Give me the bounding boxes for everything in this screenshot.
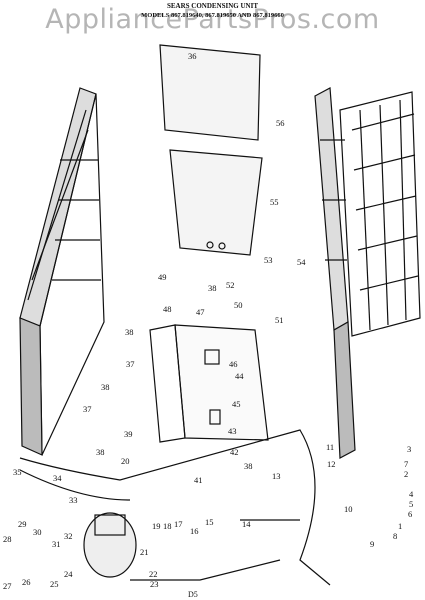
top-panel-55: [169, 149, 263, 256]
callout-1: 1: [398, 521, 403, 531]
callout-23: 23: [150, 579, 159, 589]
callout-44: 44: [235, 371, 244, 381]
callout-27: 27: [3, 581, 12, 591]
callout-17: 17: [174, 519, 183, 529]
callout-54: 54: [297, 257, 306, 267]
right-grille: [339, 91, 421, 337]
callout-10: 10: [344, 504, 353, 514]
callout-49: 49: [158, 272, 167, 282]
top-bracket-56: [159, 44, 261, 141]
callout-56: 56: [276, 118, 285, 128]
control-box: [149, 324, 269, 443]
callout-37-lower: 37: [83, 404, 92, 414]
callout-12: 12: [327, 459, 336, 469]
callout-46: 46: [229, 359, 238, 369]
callout-15: 15: [205, 517, 214, 527]
callout-11: 11: [326, 442, 335, 452]
callout-36: 36: [188, 51, 197, 61]
callout-6: 6: [408, 509, 413, 519]
callout-53: 53: [264, 255, 273, 265]
diagram-subtitle: MODELS 867.819640, 867.819650 AND 867.81…: [141, 12, 284, 19]
callout-9: 9: [370, 539, 375, 549]
callout-45: 45: [232, 399, 241, 409]
callout-5: 5: [409, 499, 414, 509]
callout-48: 48: [163, 304, 172, 314]
callout-21: 21: [140, 547, 149, 557]
callout-22: 22: [149, 569, 158, 579]
watermark-text: AppliancePartsPros.com: [45, 4, 380, 35]
right-condenser-coil: [314, 87, 356, 459]
callout-16: 16: [190, 526, 199, 536]
callout-42: 42: [230, 447, 239, 457]
callout-39: 39: [124, 429, 133, 439]
callout-7: 7: [404, 459, 409, 469]
callout-35: 35: [13, 467, 22, 477]
callout-38-a: 38: [125, 327, 134, 337]
callout-19: 19: [152, 521, 161, 531]
callout-32: 32: [64, 531, 73, 541]
callout-26: 26: [22, 577, 31, 587]
callout-20: 20: [121, 456, 130, 466]
callout-18: 18: [163, 521, 172, 531]
callout-24: 24: [64, 569, 73, 579]
refrigerant-tubing: [19, 429, 331, 586]
footer-code: D5: [188, 590, 198, 599]
diagram-title: SEARS CONDENSING UNIT: [166, 2, 259, 10]
callout-30: 30: [33, 527, 42, 537]
callout-43: 43: [228, 426, 237, 436]
callout-2: 2: [404, 469, 409, 479]
callout-38-b: 38: [208, 283, 217, 293]
callout-55: 55: [270, 197, 279, 207]
callout-37-upper: 37: [126, 359, 135, 369]
left-condenser-coil: [19, 87, 105, 456]
callout-13: 13: [272, 471, 281, 481]
callout-4: 4: [409, 489, 414, 499]
callout-14: 14: [242, 519, 251, 529]
callout-25: 25: [50, 579, 59, 589]
callout-52: 52: [226, 280, 235, 290]
callout-51: 51: [275, 315, 284, 325]
callout-28: 28: [3, 534, 12, 544]
callout-38-c: 38: [101, 382, 110, 392]
callout-34: 34: [53, 473, 62, 483]
callout-38-d: 38: [96, 447, 105, 457]
callout-38-e: 38: [244, 461, 253, 471]
callout-47: 47: [196, 307, 205, 317]
compressor: [83, 512, 137, 578]
callout-3: 3: [407, 444, 412, 454]
callout-31: 31: [52, 539, 61, 549]
callout-50: 50: [234, 300, 243, 310]
callout-29: 29: [18, 519, 27, 529]
callout-33: 33: [69, 495, 78, 505]
callout-41: 41: [194, 475, 203, 485]
callout-8: 8: [393, 531, 398, 541]
